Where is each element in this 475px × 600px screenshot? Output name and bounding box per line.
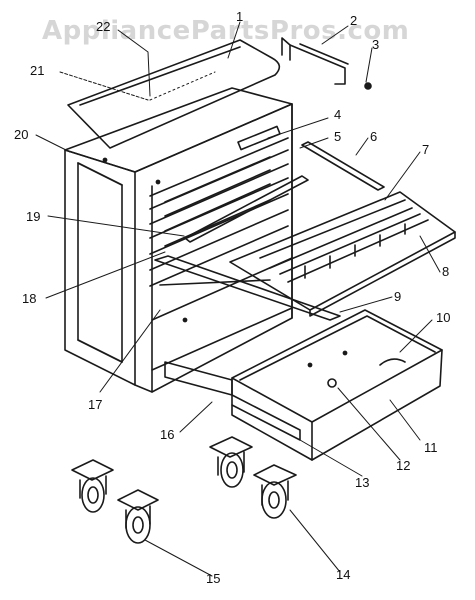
drawer-slide-upper-part [184,141,385,243]
bottom-drawer-part [164,309,443,461]
caster-wheel-swivel-part [71,459,159,544]
callout-19: 19 [26,209,41,224]
callout-8: 8 [442,264,450,279]
callout-6: 6 [370,129,378,144]
callout-17: 17 [88,397,103,412]
callout-9: 9 [394,289,402,304]
callout-18: 18 [22,291,37,306]
callout-11: 11 [424,440,438,455]
caster-wheel-rigid-part [209,436,297,519]
callout-12: 12 [396,458,411,473]
callout-15: 15 [206,571,221,586]
callout-1: 1 [236,9,244,24]
callout-13: 13 [355,475,370,490]
callout-4: 4 [334,107,342,122]
callout-14: 14 [336,567,351,582]
callout-7: 7 [422,142,430,157]
top-cover-part [67,39,281,149]
drawer-slide-lower-part [154,255,341,321]
callout-22: 22 [96,19,111,34]
cabinet-body-part [64,87,293,393]
callout-20: 20 [14,127,29,142]
callout-leader-lines [35,21,441,577]
callout-5: 5 [334,129,342,144]
callout-10: 10 [436,310,451,325]
side-handle-part [281,37,372,90]
watermark-text: AppliancePartsPros.com [42,16,410,46]
callout-3: 3 [372,37,380,52]
callout-2: 2 [350,13,358,28]
callout-16: 16 [160,427,175,442]
callout-21: 21 [30,63,45,78]
